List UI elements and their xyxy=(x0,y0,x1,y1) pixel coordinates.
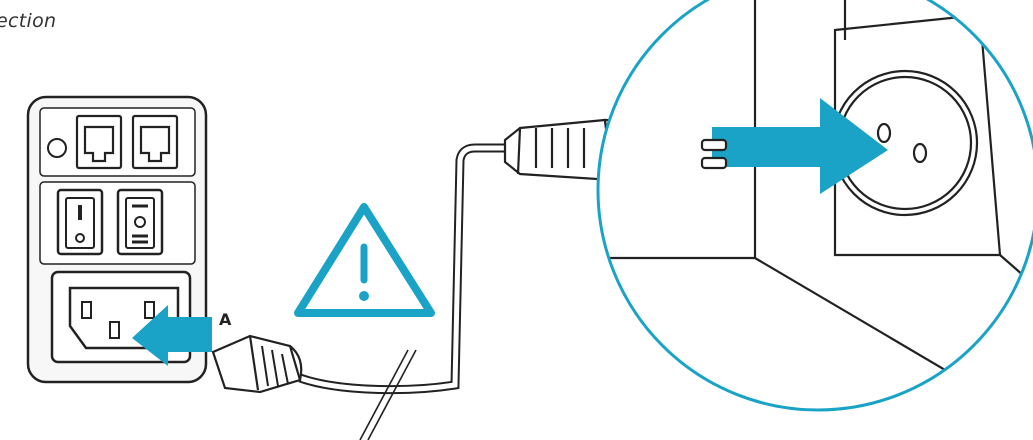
rj-port-1 xyxy=(75,114,123,170)
arrow-into-socket-icon xyxy=(712,98,888,194)
voltage-switch xyxy=(116,188,164,256)
warning-triangle-icon xyxy=(294,203,435,317)
indicator-light xyxy=(47,138,67,158)
arrow-into-inlet-icon xyxy=(132,305,212,366)
zoom-circle xyxy=(596,0,1033,412)
rj-port-2 xyxy=(131,114,179,170)
power-cable xyxy=(298,143,515,440)
plug-pins xyxy=(700,138,728,170)
iec-connector xyxy=(211,334,303,394)
power-switch xyxy=(56,188,104,256)
section-heading: ection xyxy=(0,10,57,32)
callout-a: A xyxy=(219,310,232,329)
wall-socket-icon xyxy=(598,0,1033,410)
